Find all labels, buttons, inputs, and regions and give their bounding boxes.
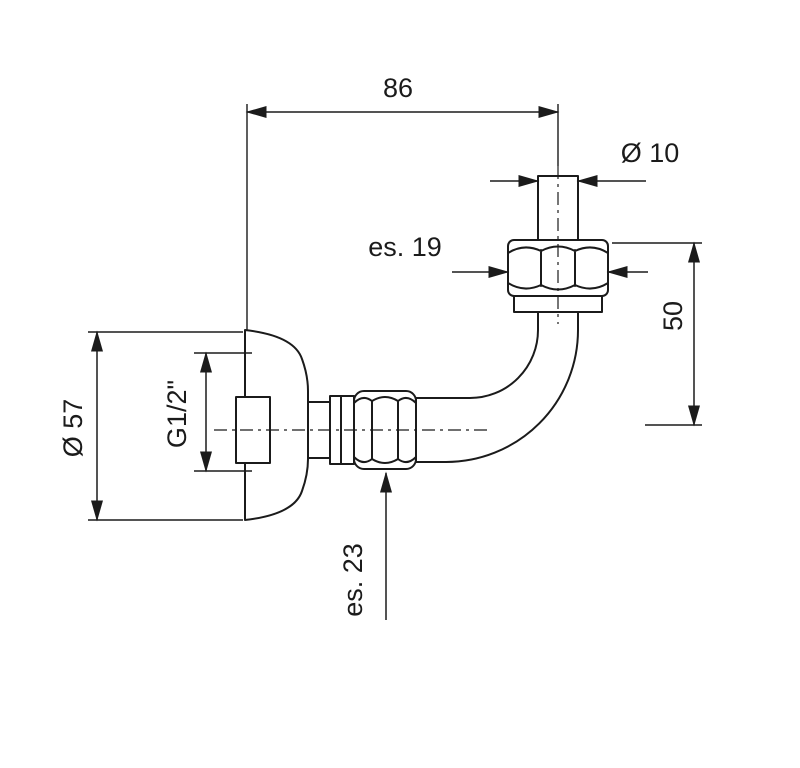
elbow-pipe: [415, 297, 579, 463]
dim-thread-label: G1/2": [162, 380, 192, 448]
dimension-dia10: Ø 10: [490, 138, 680, 187]
ext-line: [88, 331, 243, 521]
ext-line: [612, 242, 702, 426]
dim-height-label: 50: [658, 301, 688, 331]
dimension-es23: es. 23: [338, 471, 392, 620]
dimension-dia57: Ø 57: [58, 330, 243, 522]
dim-flange-diameter-label: Ø 57: [58, 399, 88, 458]
dim-hex-top-label: es. 19: [368, 232, 442, 262]
dimension-es19: es. 19: [368, 232, 648, 278]
dim-hex-bottom-label: es. 23: [338, 543, 368, 617]
dim-width-label: 86: [383, 73, 413, 103]
centerlines: [214, 166, 559, 431]
dimension-86: 86: [245, 73, 560, 330]
part-outline: [235, 175, 609, 521]
dimension-50: 50: [612, 241, 702, 427]
dim-pipe-diameter-label: Ø 10: [621, 138, 680, 168]
dimension-g12: G1/2": [162, 351, 252, 473]
